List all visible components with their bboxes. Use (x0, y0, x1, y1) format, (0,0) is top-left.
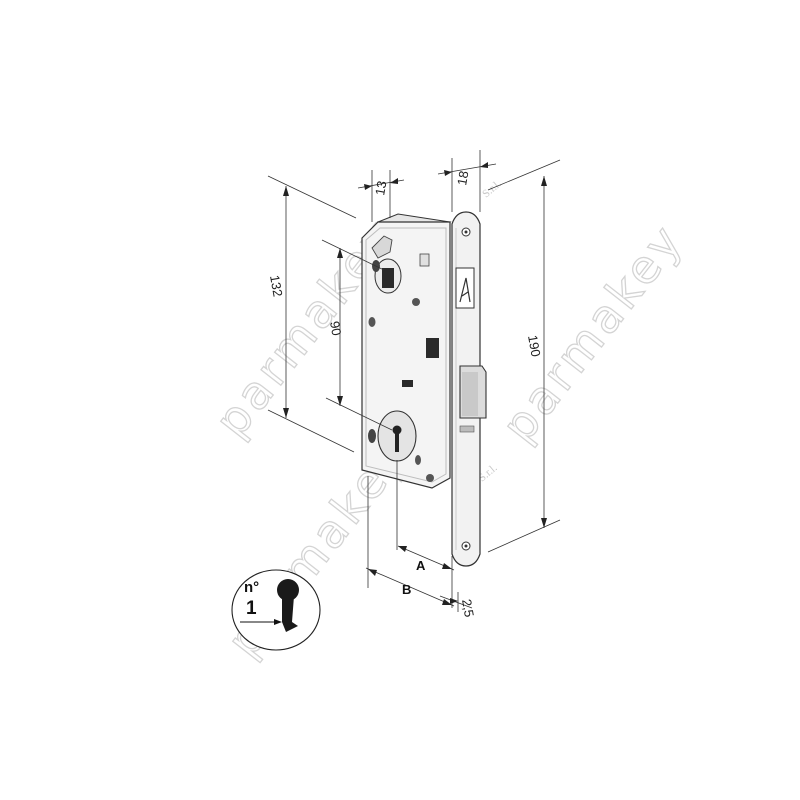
keyhole-badge-number: 1 (246, 598, 257, 619)
arrow-13-right (390, 178, 398, 184)
watermark-brand-2: parmakey (491, 213, 694, 452)
case-screw-hole-3 (368, 429, 376, 443)
label-dim-13: 13 (372, 180, 389, 197)
case-rivet-1 (412, 298, 420, 306)
watermark-suffix-1: S.r.l. (480, 178, 504, 201)
label-dim-face-offset: 2,5 (459, 598, 477, 618)
dim-25-line (439, 595, 473, 609)
dim-b-line (365, 567, 455, 607)
keyhole-badge: n° 1 (231, 569, 321, 651)
case-screw-hole-2 (368, 317, 376, 327)
arrow-190-top (541, 176, 547, 186)
key-bolt (459, 425, 475, 433)
keyhole-type-icon-stem (282, 596, 298, 632)
dimension-arrows (283, 162, 547, 605)
label-dim-132: 132 (267, 274, 286, 298)
latch-guide-slot (426, 338, 439, 358)
arrow-90-bottom (337, 396, 343, 406)
label-dim-a: A (416, 558, 426, 573)
arrow-13-left (364, 184, 372, 190)
arrow-90-top (337, 248, 343, 258)
dim-190-ext-bottom (487, 519, 561, 553)
keyhole-type-icon (277, 579, 299, 601)
arrow-190-bottom (541, 518, 547, 528)
keyhole-slot (395, 430, 399, 452)
dim-90-ext-top (321, 239, 385, 271)
faceplate-screw-top-center (464, 230, 468, 234)
case-corner-notch (371, 235, 393, 259)
dim-90-ext-bottom (325, 397, 393, 431)
arrow-18-right (480, 162, 488, 168)
arrow-a-right (442, 563, 452, 569)
keyhole-badge-pointer-arrow (274, 619, 282, 625)
faceplate-logo-panel (455, 267, 475, 309)
case-rivet-3 (426, 474, 434, 482)
brand-logo-icon (459, 277, 471, 303)
label-dim-b: B (402, 582, 411, 597)
case-rivet-2 (415, 455, 421, 465)
keyhole-badge-prefix: n° (244, 579, 259, 596)
arrow-b-left (368, 569, 377, 576)
arrow-b-right (442, 599, 452, 605)
faceplate-screw-bottom-center (464, 544, 468, 548)
case-tab (419, 253, 430, 267)
label-dim-18: 18 (454, 170, 471, 187)
dim-190-ext-top (487, 159, 561, 191)
dim-132-ext-top (267, 175, 357, 219)
case-rim (365, 227, 447, 483)
label-dim-190: 190 (525, 334, 544, 358)
follower-square (382, 268, 394, 288)
arrow-132-bottom (283, 408, 289, 418)
faceplate (451, 211, 487, 567)
arrow-25 (450, 598, 458, 604)
lock-case (361, 213, 452, 489)
arrow-a-left (398, 546, 407, 552)
bolt-guide-slot (402, 380, 413, 387)
latch-bolt-shade (462, 372, 478, 416)
arrow-18-left (444, 170, 452, 176)
arrow-132-top (283, 186, 289, 196)
dim-132-ext-bottom (267, 409, 355, 453)
label-dim-90: 90 (327, 320, 344, 337)
